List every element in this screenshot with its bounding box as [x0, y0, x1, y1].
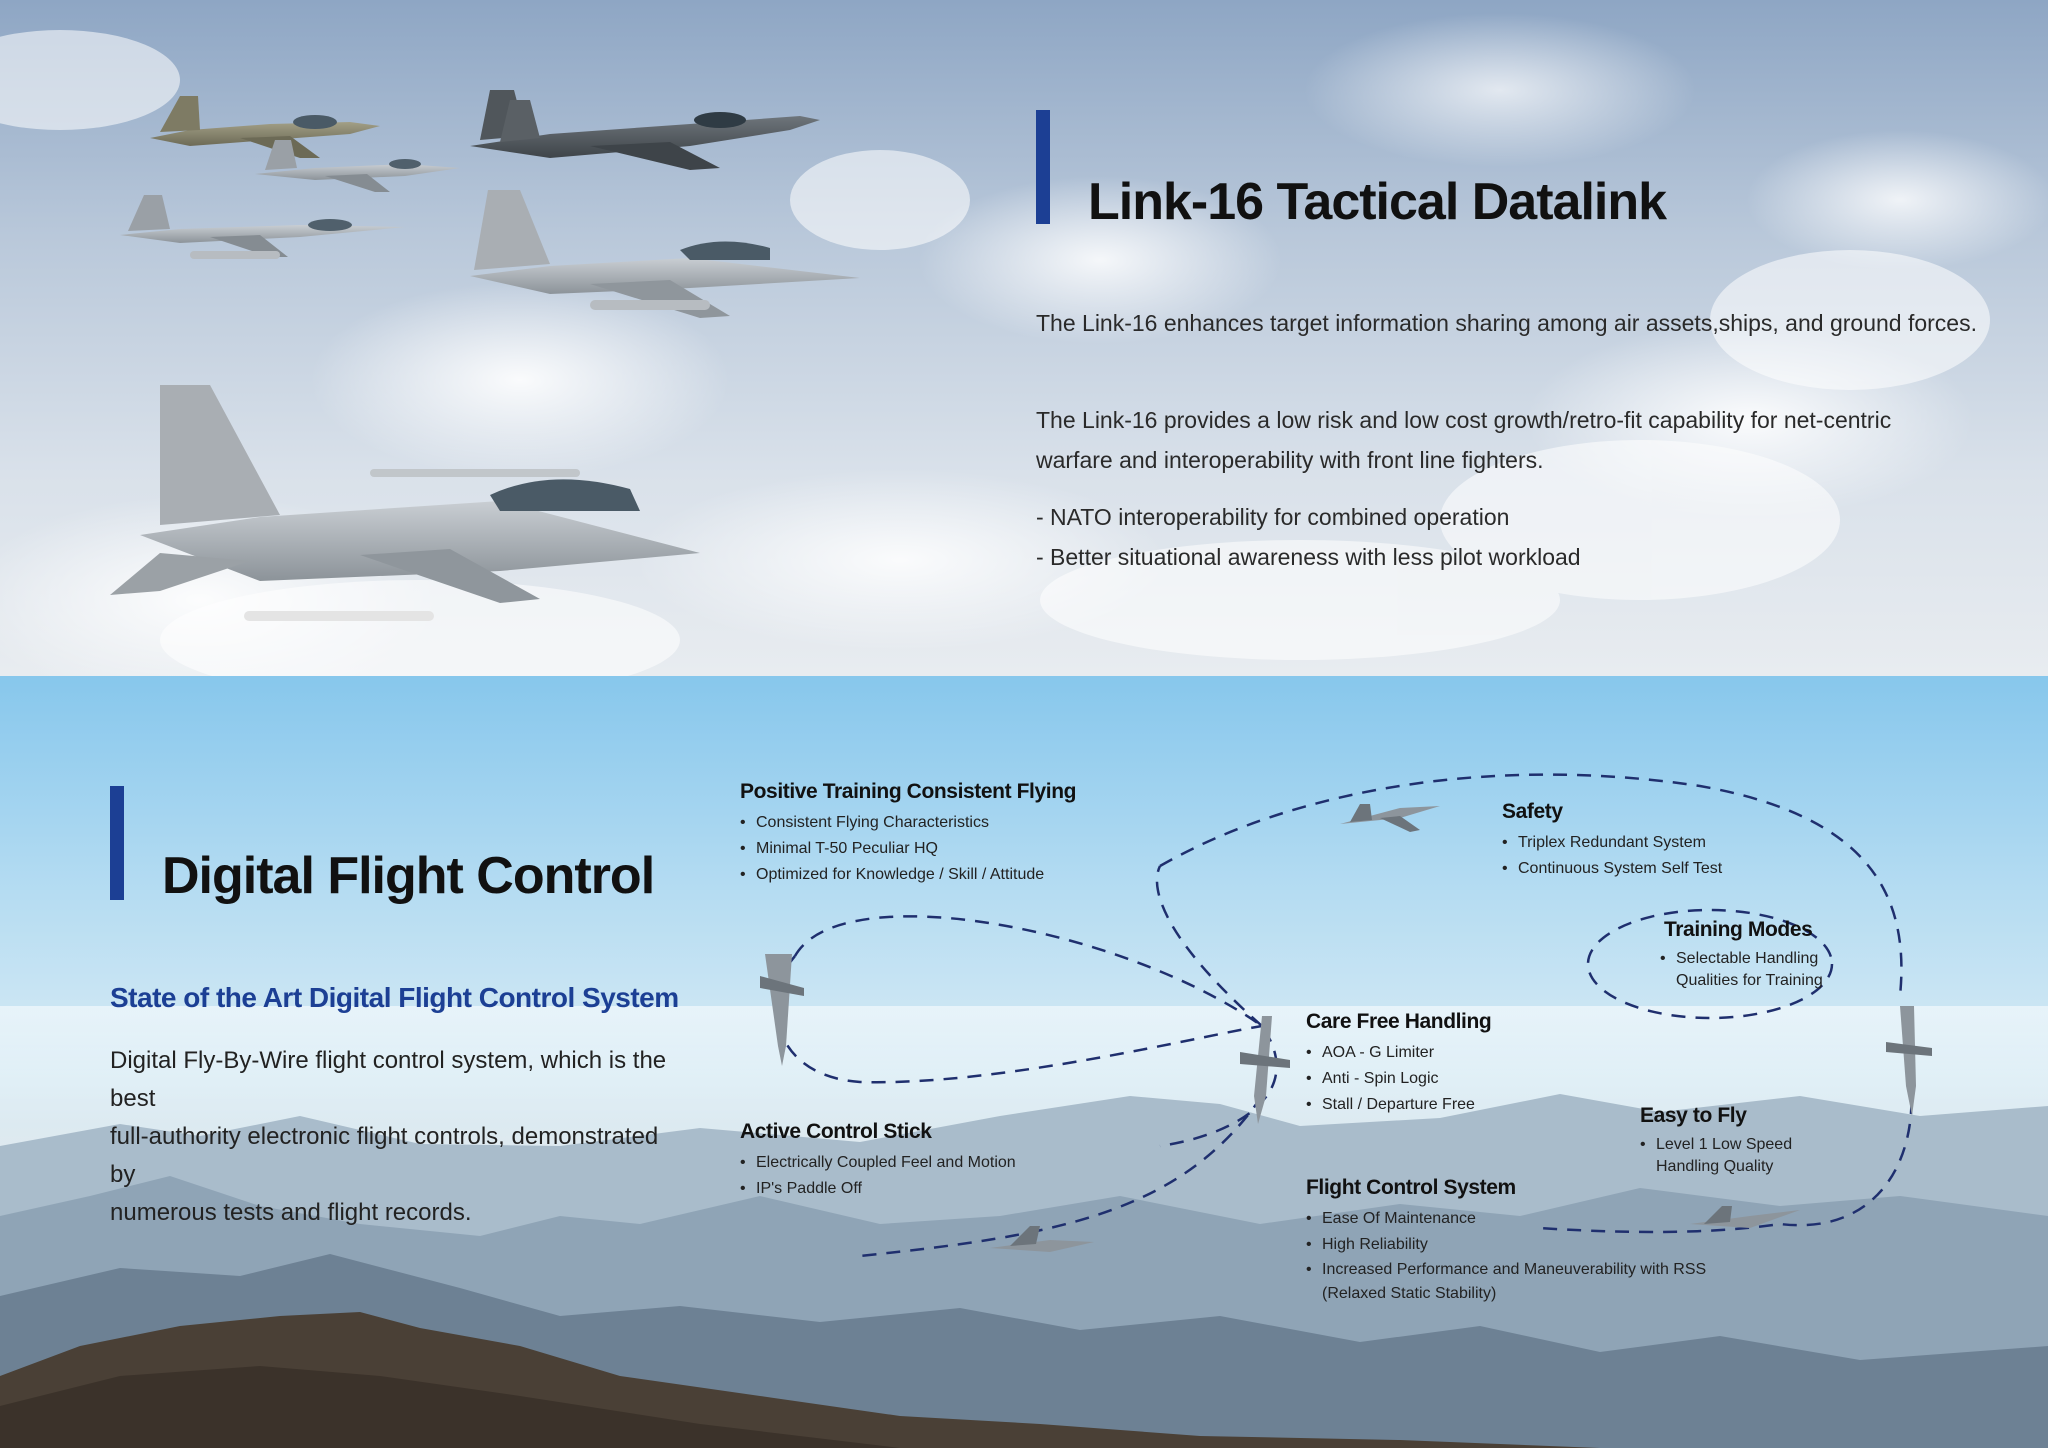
feature-title: Training Modes — [1664, 918, 1813, 941]
dfc-title: Digital Flight Control — [162, 847, 655, 905]
link16-bullet-list: - NATO interoperability for combined ope… — [1036, 497, 1996, 577]
feature-item: Ease Of Maintenance — [1306, 1206, 1706, 1232]
feature-item: Optimized for Knowledge / Skill / Attitu… — [740, 862, 1076, 888]
feature-list: Triplex Redundant System Continuous Syst… — [1502, 830, 1722, 882]
feature-item: Increased Performance and Maneuverabilit… — [1306, 1258, 1706, 1306]
feature-item: Minimal T-50 Peculiar HQ — [740, 836, 1076, 862]
link16-accent-bar — [1036, 110, 1050, 224]
feature-item: High Reliability — [1306, 1232, 1706, 1258]
feature-title: Flight Control System — [1306, 1176, 1516, 1199]
feature-item: Stall / Departure Free — [1306, 1092, 1491, 1118]
feature-title: Easy to Fly — [1640, 1104, 1747, 1127]
feature-item: Consistent Flying Characteristics — [740, 810, 1076, 836]
link16-paragraph-1: The Link-16 enhances target information … — [1036, 310, 1977, 336]
feature-item: Level 1 Low Speed Handling Quality — [1640, 1134, 1792, 1178]
jet-fa50 — [110, 385, 700, 621]
feature-list: AOA - G Limiter Anti - Spin Logic Stall … — [1306, 1040, 1491, 1118]
dfc-accent-bar — [110, 786, 124, 900]
feature-flight-control-system: Flight Control System Ease Of Maintenanc… — [1306, 1176, 1706, 1306]
feature-training-modes: Training Modes Selectable Handling Quali… — [1660, 918, 1823, 992]
feature-item: IP's Paddle Off — [740, 1176, 1016, 1202]
fighter-formation-illustration — [0, 30, 1990, 676]
feature-list: Electrically Coupled Feel and Motion IP'… — [740, 1150, 1016, 1202]
link16-paragraph-2-line-2: warfare and interoperability with front … — [1036, 447, 1544, 473]
feature-item-line: Increased Performance and Maneuverabilit… — [1322, 1261, 1707, 1278]
feature-safety: Safety Triplex Redundant System Continuo… — [1502, 800, 1722, 882]
feature-item: AOA - G Limiter — [1306, 1040, 1491, 1066]
link16-section: Link-16 Tactical Datalink The Link-16 en… — [0, 0, 2048, 676]
dfc-subtitle: State of the Art Digital Flight Control … — [110, 982, 679, 1013]
feature-care-free-handling: Care Free Handling AOA - G Limiter Anti … — [1306, 1010, 1492, 1118]
dfc-description-line: Digital Fly-By-Wire flight control syste… — [110, 1047, 667, 1112]
feature-item: Continuous System Self Test — [1502, 856, 1722, 882]
feature-item: Selectable Handling Qualities for Traini… — [1660, 948, 1823, 992]
feature-title: Positive Training Consistent Flying — [740, 780, 1077, 803]
jet-kf16 — [255, 140, 460, 192]
feature-active-control-stick: Active Control Stick Electrically Couple… — [740, 1120, 1016, 1202]
dfc-description-line: full-authority electronic flight control… — [110, 1123, 659, 1188]
jet-phantom — [150, 96, 380, 158]
dfc-description: Digital Fly-By-Wire flight control syste… — [110, 1042, 690, 1232]
feature-item: Anti - Spin Logic — [1306, 1066, 1491, 1092]
feature-positive-training: Positive Training Consistent Flying Cons… — [740, 780, 1076, 888]
feature-item-line: Selectable Handling — [1676, 950, 1819, 967]
feature-easy-to-fly: Easy to Fly Level 1 Low Speed Handling Q… — [1640, 1104, 1792, 1178]
feature-title: Safety — [1502, 800, 1563, 823]
feature-item-line: Handling Quality — [1656, 1158, 1774, 1175]
feature-item: Electrically Coupled Feel and Motion — [740, 1150, 1016, 1176]
feature-item-line: Qualities for Training — [1676, 972, 1823, 989]
jet-f5 — [120, 195, 405, 259]
feature-title: Active Control Stick — [740, 1120, 932, 1143]
feature-item-line: Level 1 Low Speed — [1656, 1136, 1793, 1153]
dfc-description-line: numerous tests and flight records. — [110, 1199, 472, 1226]
feature-list: Ease Of Maintenance High Reliability Inc… — [1306, 1206, 1706, 1306]
dfc-section: Digital Flight Control State of the Art … — [0, 676, 2048, 1448]
feature-item-line: (Relaxed Static Stability) — [1322, 1285, 1497, 1302]
link16-bullet: - NATO interoperability for combined ope… — [1036, 504, 1510, 530]
link16-title: Link-16 Tactical Datalink — [1088, 173, 1667, 231]
feature-list: Selectable Handling Qualities for Traini… — [1660, 948, 1823, 992]
feature-item: Triplex Redundant System — [1502, 830, 1722, 856]
feature-list: Consistent Flying Characteristics Minima… — [740, 810, 1076, 888]
jet-ta50 — [470, 190, 860, 318]
feature-title: Care Free Handling — [1306, 1010, 1492, 1033]
link16-paragraph-2-line-1: The Link-16 provides a low risk and low … — [1036, 407, 1892, 433]
feature-list: Level 1 Low Speed Handling Quality — [1640, 1134, 1792, 1178]
link16-paragraph-2: The Link-16 provides a low risk and low … — [1036, 400, 1996, 480]
link16-bullet: - Better situational awareness with less… — [1036, 544, 1581, 570]
jet-f15k — [470, 90, 820, 170]
